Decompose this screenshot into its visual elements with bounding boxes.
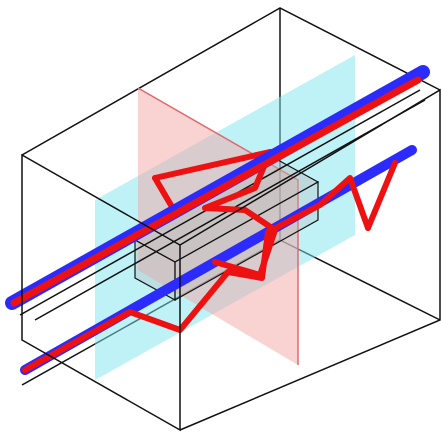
upper-tube bbox=[5, 65, 430, 310]
pink-plane-outline bbox=[137, 87, 299, 365]
cuboid-front-edges bbox=[21, 88, 441, 432]
